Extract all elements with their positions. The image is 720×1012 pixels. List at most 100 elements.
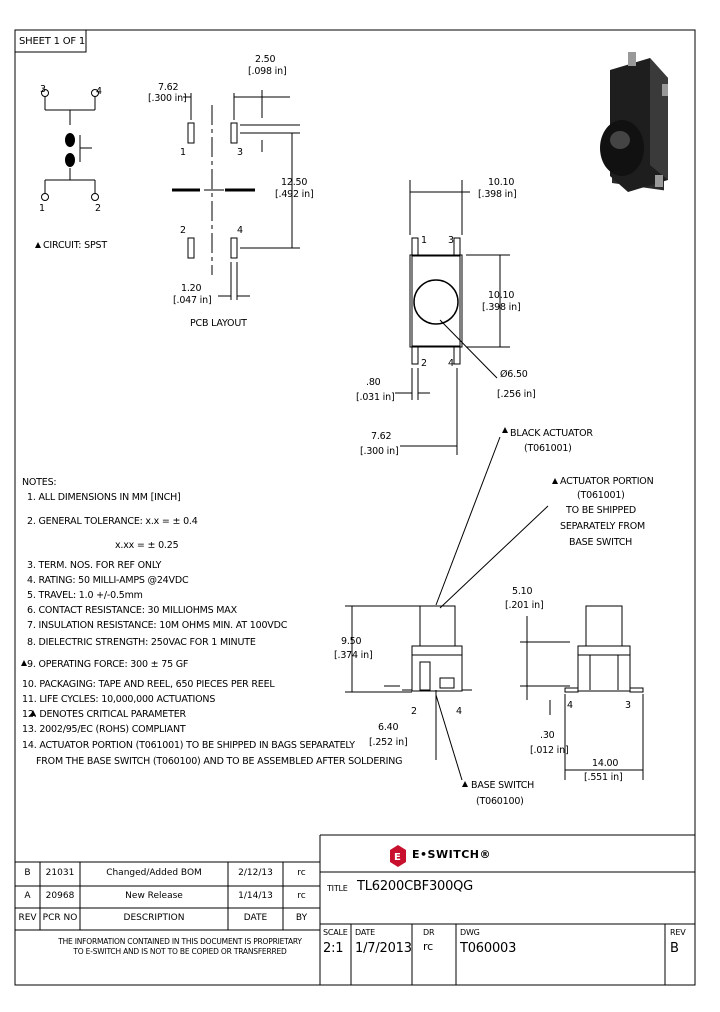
pcb-hole-mm: 1.20 (181, 283, 202, 294)
rev-row-b-desc: Changed/Added BOM (106, 868, 202, 878)
note-item: 5. TRAVEL: 1.0 +/-0.5mm (27, 590, 143, 601)
top-pin-in: [.031 in] (356, 392, 395, 403)
rev-header-rev: REV (18, 913, 37, 923)
circuit-pin-2: 2 (95, 203, 101, 214)
circuit-pin-4: 4 (96, 86, 102, 97)
note-item: 11. LIFE CYCLES: 10,000,000 ACTUATIONS (22, 694, 216, 705)
side-pin-4: 4 (456, 706, 462, 717)
top-width-in: [.398 in] (478, 189, 517, 200)
top-pin-3: 3 (448, 235, 454, 246)
callout-separately-from: SEPARATELY FROM (560, 521, 646, 532)
end-offset-in: [.012 in] (530, 745, 569, 756)
pcb-pin-3: 3 (237, 147, 243, 158)
dwg-value: T060003 (460, 941, 517, 956)
dr-label: DR (423, 928, 435, 937)
pcb-pad-in: [.098 in] (248, 66, 287, 77)
callout-black-actuator-pn: (T061001) (524, 443, 572, 454)
side-width-in: [.252 in] (369, 737, 408, 748)
end-pin-3: 3 (625, 700, 631, 711)
note-item: FROM THE BASE SWITCH (T060100) AND TO BE… (36, 756, 403, 767)
proprietary-line-1: THE INFORMATION CONTAINED IN THIS DOCUME… (58, 937, 302, 946)
pcb-label: PCB LAYOUT (190, 318, 247, 329)
top-dia-in: [.256 in] (497, 389, 536, 400)
proprietary-line-2: TO E-SWITCH AND IS NOT TO BE COPIED OR T… (73, 947, 287, 956)
rev-row-a-rev: A (24, 891, 31, 901)
svg-text:E: E (394, 852, 401, 863)
side-pin-2: 2 (411, 706, 417, 717)
note-item: 9. OPERATING FORCE: 300 ± 75 GF (27, 659, 189, 670)
top-pin-1: 1 (421, 235, 427, 246)
callout-actuator-portion: ACTUATOR PORTION (560, 476, 654, 487)
note-item: 10. PACKAGING: TAPE AND REEL, 650 PIECES… (22, 679, 275, 690)
note-item: 8. DIELECTRIC STRENGTH: 250VAC FOR 1 MIN… (27, 637, 256, 648)
rev-label: REV (670, 928, 686, 937)
pcb-height-mm: 12.50 (281, 177, 308, 188)
date-value: 1/7/2013 (355, 941, 412, 956)
rev-header-by: BY (295, 913, 308, 923)
pcb-pad-mm: 2.50 (255, 54, 276, 65)
note-item: 13. 2002/95/EC (ROHS) COMPLIANT (22, 724, 186, 735)
end-span-mm: 14.00 (592, 758, 619, 769)
rev-row-a-desc: New Release (125, 891, 183, 901)
dwg-label: DWG (460, 928, 480, 937)
top-pin-4: 4 (448, 358, 454, 369)
note-item: 3. TERM. NOS. FOR REF ONLY (27, 560, 162, 571)
top-height-in: [.398 in] (482, 302, 521, 313)
company-logo: E•SWITCH® (412, 848, 491, 861)
pcb-width-in: [.300 in] (148, 93, 187, 104)
drawing-title: TL6200CBF300QG (357, 879, 474, 894)
rev-row-b-pcr: 21031 (45, 868, 75, 878)
rev-row-b-by: rc (297, 868, 306, 878)
title-label: TITLE (327, 884, 348, 893)
rev-row-b-date: 2/12/13 (238, 868, 273, 878)
note-item: 4. RATING: 50 MILLI-AMPS @24VDC (27, 575, 189, 586)
scale-label: SCALE (323, 928, 348, 937)
side-width-mm: 6.40 (378, 722, 399, 733)
callout-black-actuator: BLACK ACTUATOR (510, 428, 593, 439)
top-height-mm: 10.10 (488, 290, 515, 301)
rev-header-desc: DESCRIPTION (123, 913, 185, 923)
circuit-pin-3: 3 (40, 84, 46, 95)
rev-value: B (670, 941, 679, 956)
side-height-mm: 9.50 (341, 636, 362, 647)
top-width-mm: 10.10 (488, 177, 515, 188)
pcb-width-mm: 7.62 (158, 82, 179, 93)
pcb-pin-1: 1 (180, 147, 186, 158)
callout-actuator-portion-pn: (T061001) (577, 490, 625, 501)
rev-row-a-date: 1/14/13 (238, 891, 273, 901)
rev-row-a-pcr: 20968 (45, 891, 75, 901)
end-span-in: [.551 in] (584, 772, 623, 783)
top-span-mm: 7.62 (371, 431, 392, 442)
notes-heading: NOTES: (22, 477, 57, 488)
dr-value: rc (423, 940, 433, 953)
note-item: 6. CONTACT RESISTANCE: 30 MILLIOHMS MAX (27, 605, 237, 616)
circuit-label: CIRCUIT: SPST (43, 240, 107, 251)
date-label: DATE (355, 928, 376, 937)
end-pin-4: 4 (567, 700, 573, 711)
top-pin-2: 2 (421, 358, 427, 369)
top-pin-mm: .80 (366, 377, 381, 388)
top-dia-mm: Ø6.50 (500, 369, 528, 380)
circuit-pin-1: 1 (39, 203, 45, 214)
callout-base-switch: BASE SWITCH (471, 780, 535, 791)
pcb-hole-in: [.047 in] (173, 295, 212, 306)
pcb-pin-2: 2 (180, 225, 186, 236)
end-offset-mm: .30 (540, 730, 555, 741)
rev-header-pcr: PCR NO (42, 913, 78, 923)
rev-row-a-by: rc (297, 891, 306, 901)
top-span-in: [.300 in] (360, 446, 399, 457)
callout-to-be-shipped: TO BE SHIPPED (566, 505, 636, 516)
note-item: 7. INSULATION RESISTANCE: 10M OHMS MIN. … (27, 620, 288, 631)
pcb-height-in: [.492 in] (275, 189, 314, 200)
note-item: x.xx = ± 0.25 (115, 540, 179, 551)
note-item: 2. GENERAL TOLERANCE: x.x = ± 0.4 (27, 516, 198, 527)
note-item: 12. DENOTES CRITICAL PARAMETER (22, 709, 186, 720)
callout-base-switch-pn: (T060100) (476, 796, 524, 807)
callout-base-switch-line: BASE SWITCH (569, 537, 633, 548)
scale-value: 2:1 (323, 941, 344, 956)
rev-row-b-rev: B (24, 868, 31, 878)
sheet-label: SHEET 1 OF 1 (19, 36, 86, 47)
note-item: 1. ALL DIMENSIONS IN MM [INCH] (27, 492, 181, 503)
end-width-in: [.201 in] (505, 600, 544, 611)
